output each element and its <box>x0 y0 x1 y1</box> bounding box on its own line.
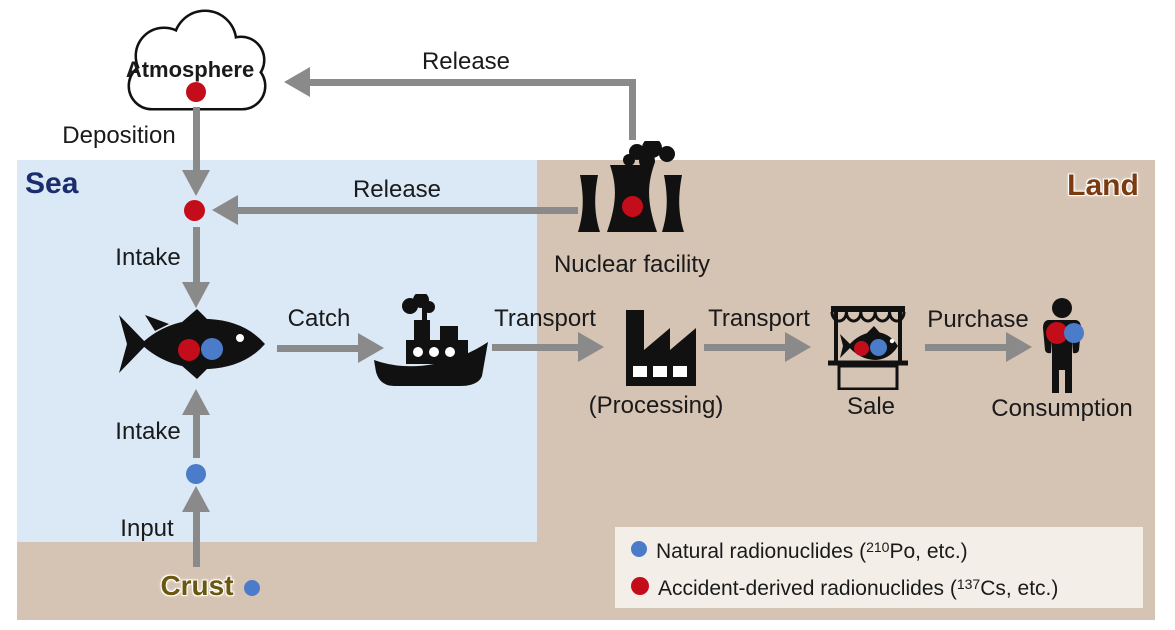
transport-processing-arrowhead <box>578 332 604 362</box>
legend-item-natural: Natural radionuclides (210Po, etc.) <box>631 535 1143 564</box>
accident-radionuclide-dot-fish <box>178 339 200 361</box>
intake-lower-arrow-line <box>193 413 200 458</box>
transport-sale-arrow-line <box>704 344 786 351</box>
purchase-arrow-line <box>925 344 1007 351</box>
deposition-arrow-line <box>193 107 200 173</box>
accident-radionuclide-dot-sea <box>184 200 205 221</box>
legend-accident-text: Accident-derived radionuclides (137Cs, e… <box>658 575 1059 600</box>
land-label: Land <box>1067 169 1139 202</box>
input-arrow-line <box>193 510 200 567</box>
accident-radionuclide-dot-stall <box>854 341 869 356</box>
input-label: Input <box>120 515 174 542</box>
fishing-boat-icon <box>374 294 488 386</box>
intake-lower-label: Intake <box>115 418 181 445</box>
legend-natural-text: Natural radionuclides (210Po, etc.) <box>656 538 968 563</box>
natural-radionuclide-dot-stall <box>870 339 887 356</box>
intake-upper-label: Intake <box>115 244 181 271</box>
accident-radionuclide-dot-atmosphere <box>186 82 206 102</box>
release-sea-label: Release <box>352 176 442 203</box>
release-top-label: Release <box>421 48 511 75</box>
factory-icon <box>626 310 696 386</box>
natural-radionuclide-dot-fish <box>201 338 223 360</box>
release-top-arrow-line <box>306 79 636 86</box>
release-top-arrow-line-vertical <box>629 79 636 140</box>
catch-label: Catch <box>287 305 351 332</box>
intake-lower-arrowhead <box>182 389 210 415</box>
transport-processing-arrow-line <box>492 344 579 351</box>
natural-radionuclide-dot-person <box>1064 323 1084 343</box>
release-sea-arrow-line <box>236 207 578 214</box>
accident-radionuclide-legend-dot <box>631 577 649 595</box>
nuclear-facility-icon <box>578 141 684 232</box>
deposition-arrowhead <box>182 170 210 196</box>
natural-radionuclide-dot-crust <box>244 580 260 596</box>
deposition-label: Deposition <box>62 122 176 149</box>
accident-radionuclide-dot-facility <box>622 196 643 217</box>
sale-label: Sale <box>846 393 896 420</box>
natural-radionuclide-dot-seawater <box>186 464 206 484</box>
crust-label: Crust <box>160 570 234 601</box>
consumption-label: Consumption <box>991 395 1133 422</box>
release-sea-arrowhead <box>212 195 238 225</box>
transport-sale-label: Transport <box>708 305 810 332</box>
legend: Natural radionuclides (210Po, etc.) Acci… <box>615 527 1143 608</box>
catch-arrow-line <box>277 345 359 352</box>
intake-upper-arrowhead <box>182 282 210 308</box>
intake-upper-arrow-line <box>193 227 200 285</box>
transport-sale-arrowhead <box>785 332 811 362</box>
release-top-arrowhead <box>284 67 310 97</box>
processing-label: (Processing) <box>588 392 724 419</box>
atmosphere-label: Atmosphere <box>125 57 255 82</box>
purchase-label: Purchase <box>927 306 1029 333</box>
nuclear-facility-label: Nuclear facility <box>553 251 711 278</box>
catch-arrowhead <box>358 333 384 363</box>
accident-radionuclide-dot-person <box>1046 322 1068 344</box>
purchase-arrowhead <box>1006 332 1032 362</box>
sea-label: Sea <box>25 167 79 200</box>
person-icon <box>1043 298 1081 393</box>
transport-processing-label: Transport <box>494 305 596 332</box>
legend-item-accident: Accident-derived radionuclides (137Cs, e… <box>631 572 1143 601</box>
natural-radionuclide-legend-dot <box>631 541 647 557</box>
input-arrowhead <box>182 486 210 512</box>
